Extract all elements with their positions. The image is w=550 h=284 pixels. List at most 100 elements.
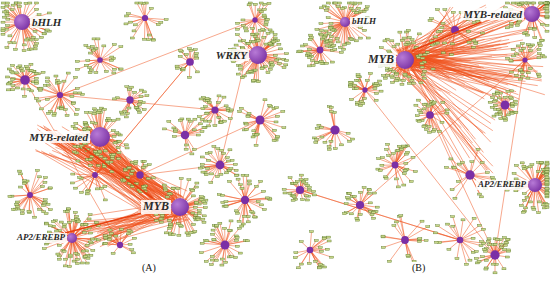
target-gene [252,80,256,82]
target-gene [253,69,257,71]
interaction-line [60,95,215,110]
interaction-line [95,62,190,175]
target-gene [273,55,277,57]
target-gene [273,37,277,39]
target-gene [255,33,259,35]
interaction-line [411,57,509,85]
target-gene [10,9,14,11]
interaction-line [36,95,60,98]
target-gene [5,25,9,27]
interaction-line [60,73,68,95]
target-gene [117,152,121,154]
interaction-line [140,165,220,175]
target-gene [43,33,47,35]
interaction-line [238,20,255,29]
interaction-line [406,55,487,170]
interaction-line [407,49,496,66]
interaction-line [415,54,516,92]
target-gene [103,108,107,110]
interaction-line [220,20,255,165]
target-gene [273,34,277,36]
target-gene [269,62,273,64]
target-gene [253,36,257,38]
target-gene [34,39,38,41]
target-gene [252,79,256,81]
target-gene [234,44,238,46]
target-gene [1,33,5,35]
interaction-line [60,20,255,95]
target-gene [71,125,75,127]
interaction-line [103,213,171,240]
target-gene [33,48,37,50]
target-gene [3,11,7,13]
interaction-line [69,140,186,215]
interaction-line [405,56,470,159]
target-gene [11,4,15,6]
target-gene [112,135,116,137]
target-gene [85,111,89,113]
interaction-line [77,134,184,208]
target-gene [242,40,246,42]
interaction-line [25,80,120,245]
target-gene [239,68,243,70]
target-gene [18,6,22,8]
target-gene [238,65,242,67]
interaction-line [94,134,180,208]
target-gene [89,112,93,114]
interaction-line [408,57,475,139]
interaction-line [460,229,484,240]
interaction-line [30,195,46,214]
target-gene [268,68,272,70]
target-gene [260,67,264,69]
interaction-line [401,39,509,61]
interaction-line [255,20,270,30]
interaction-line [395,20,519,69]
interaction-line [145,18,149,40]
target-gene [285,53,289,55]
target-gene [33,30,37,32]
target-gene [260,68,264,70]
interaction-line [397,15,504,51]
target-gene [1,2,5,4]
target-gene [235,34,239,36]
interaction-line [144,18,145,39]
target-gene [1,30,5,32]
interaction-line [74,136,179,205]
target-gene [1,21,5,23]
interaction-line [15,195,30,209]
target-gene [247,43,251,45]
interaction-line [95,139,158,197]
target-gene [8,35,12,37]
target-gene [111,130,115,132]
interaction-line [145,18,153,40]
target-gene [40,36,44,38]
interaction-line [409,57,491,142]
target-gene [248,70,252,72]
interaction-line [399,68,493,173]
target-gene [117,158,121,160]
interaction-line [100,45,114,60]
target-gene [18,2,22,4]
interaction-line [60,95,67,116]
target-gene [285,60,289,62]
target-gene [47,12,51,14]
interaction-line [95,62,190,175]
target-gene [117,140,121,142]
interaction-line [94,144,180,203]
target-gene [5,47,9,49]
interaction-line [397,69,478,154]
interaction-line [405,60,489,171]
interaction-line [399,33,523,53]
interaction-line [86,46,100,60]
target-genes [1,2,549,274]
interaction-line [409,18,518,61]
target-gene [35,2,39,4]
interaction-line [300,190,460,240]
target-gene [279,48,283,50]
interaction-line [78,60,100,69]
target-gene [264,43,268,45]
target-gene [24,39,28,41]
interaction-line [255,3,269,20]
interaction-line [39,95,60,101]
